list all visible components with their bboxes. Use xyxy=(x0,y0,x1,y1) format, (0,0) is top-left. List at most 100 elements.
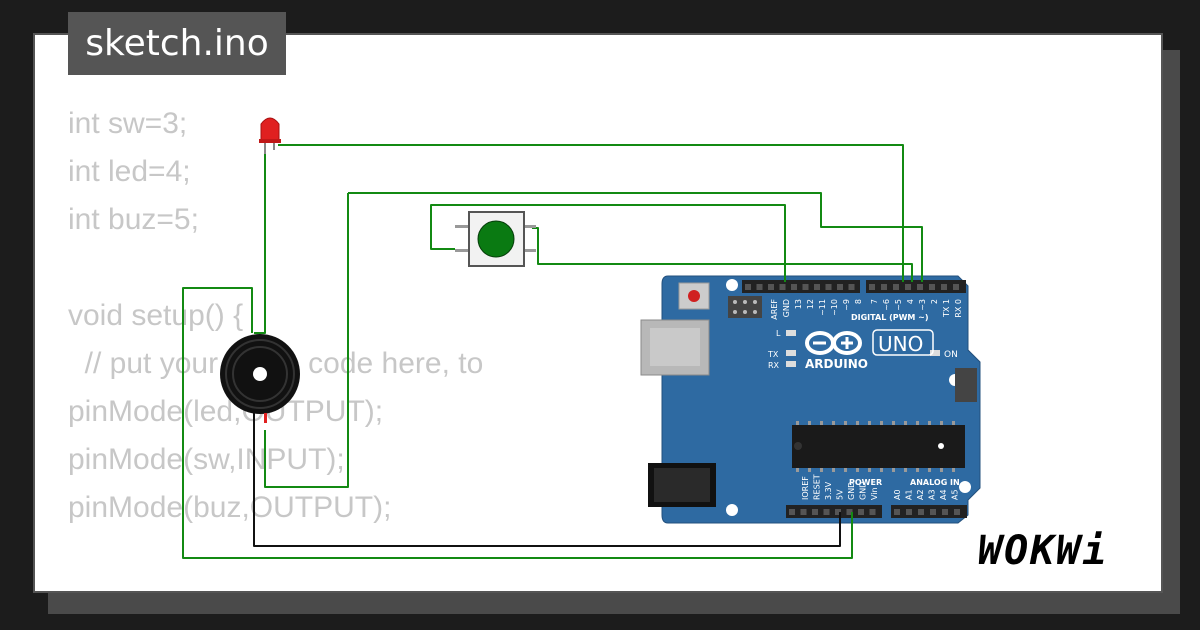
pin-label: A4 xyxy=(939,489,948,500)
code-line: int led=4; xyxy=(68,155,191,188)
header-pin xyxy=(954,509,960,515)
wire-black-gnd xyxy=(253,410,841,547)
l-led xyxy=(786,330,796,336)
header-pin xyxy=(953,284,959,290)
red-led[interactable] xyxy=(259,117,281,154)
tx-label: TX xyxy=(767,350,779,359)
on-label: ON xyxy=(944,350,958,360)
l-label: L xyxy=(776,329,781,338)
board-logo-text: ARDUINO xyxy=(805,357,868,371)
header-pin xyxy=(789,509,795,515)
pin-label: ~3 xyxy=(918,299,927,311)
pin-label: RX 0 xyxy=(954,299,963,318)
power-label: POWER xyxy=(849,478,882,487)
arduino-logo-icon xyxy=(805,331,862,355)
buzzer[interactable] xyxy=(220,334,300,423)
pin-label: A1 xyxy=(905,489,914,500)
header-pin xyxy=(893,284,899,290)
wire-button-left-to-gnd xyxy=(430,204,786,282)
pin-label: ~9 xyxy=(842,299,851,311)
sketch-title[interactable]: sketch.ino xyxy=(68,12,286,75)
code-line: pinMode(buz,OUTPUT); xyxy=(68,491,392,524)
header-pin xyxy=(942,509,948,515)
header-pin xyxy=(837,284,843,290)
push-button[interactable] xyxy=(455,211,536,267)
code-line: void setup() { xyxy=(68,299,244,332)
pin-label: AREF xyxy=(770,299,779,320)
pin-label: ~5 xyxy=(894,299,903,311)
header-pin xyxy=(905,284,911,290)
header-pin xyxy=(869,509,876,515)
header-pin xyxy=(848,284,855,290)
header-pin xyxy=(918,509,924,515)
wire-button-to-pin3 xyxy=(348,192,923,282)
pin-label: 8 xyxy=(854,299,863,304)
header-pin xyxy=(929,284,935,290)
header-pin xyxy=(779,284,786,290)
pin-label: ~10 xyxy=(830,299,839,316)
header-pin xyxy=(917,284,923,290)
pin-label: Vin xyxy=(870,487,879,500)
wires xyxy=(182,144,923,559)
wire-buzzer-to-gnd xyxy=(182,287,853,559)
header-pin xyxy=(930,509,936,515)
mount-hole xyxy=(959,481,971,493)
pin-label: A2 xyxy=(916,489,925,500)
header-pin xyxy=(791,284,797,290)
board-model: UNO xyxy=(878,332,923,356)
header-pin xyxy=(858,509,864,515)
pin-label: A0 xyxy=(893,489,902,500)
wire-led-to-pin4 xyxy=(278,144,904,282)
code-line: pinMode(sw,INPUT); xyxy=(68,443,345,476)
rx-label: RX xyxy=(768,361,780,370)
pin-label: ~6 xyxy=(882,299,891,311)
power-header xyxy=(786,505,882,518)
preview-card xyxy=(33,33,1163,593)
header-pin xyxy=(823,509,830,515)
header-pin xyxy=(881,284,887,290)
digital-label: DIGITAL (PWM ~) xyxy=(851,313,929,322)
header-pin xyxy=(800,509,807,515)
mount-hole xyxy=(726,279,738,291)
pin-label: TX 1 xyxy=(942,299,951,318)
wire-button-loop xyxy=(264,193,349,488)
header-pin xyxy=(756,284,763,290)
pin-label: GND xyxy=(782,299,791,317)
code-line: int sw=3; xyxy=(68,107,188,140)
rx-led xyxy=(786,361,796,367)
header-pin xyxy=(894,509,900,515)
pin-label: 5V xyxy=(836,489,845,500)
icsp-header-right xyxy=(955,368,977,402)
pin-label: RESET xyxy=(813,474,822,500)
atmega-chip xyxy=(792,425,965,468)
code-line: pinMode(led,OUTPUT); xyxy=(68,395,384,428)
icsp-header xyxy=(728,296,762,318)
header-pin xyxy=(825,284,832,290)
pin-label: GND xyxy=(847,482,856,500)
header-pin xyxy=(812,509,818,515)
pin-label: 13 xyxy=(794,299,803,309)
code-line: int buz=5; xyxy=(68,203,199,236)
header-pin xyxy=(802,284,809,290)
wire-button-right xyxy=(532,227,913,282)
tx-led xyxy=(786,350,796,356)
wokwi-brand-logo[interactable]: WOKWi xyxy=(978,528,1109,574)
mount-hole xyxy=(726,504,738,516)
pin-label: 3.3V xyxy=(824,481,833,500)
pin-label: 7 xyxy=(870,299,879,304)
arduino-uno-board[interactable]: L TX RX ON UNO ARDUINO DIGITAL (PWM ~) P… xyxy=(640,275,981,524)
header-pin xyxy=(768,284,774,290)
header-pin xyxy=(906,509,912,515)
pin-label: 4 xyxy=(906,299,915,304)
header-pin xyxy=(869,284,875,290)
wire-led-cathode xyxy=(254,150,266,334)
pin-label: A3 xyxy=(928,489,937,500)
pin-label: GND xyxy=(859,482,868,500)
header-pin xyxy=(814,284,820,290)
pin-label: ~11 xyxy=(818,299,827,316)
header-pin xyxy=(846,509,853,515)
on-led xyxy=(930,350,940,356)
analog-label: ANALOG IN xyxy=(910,478,960,487)
